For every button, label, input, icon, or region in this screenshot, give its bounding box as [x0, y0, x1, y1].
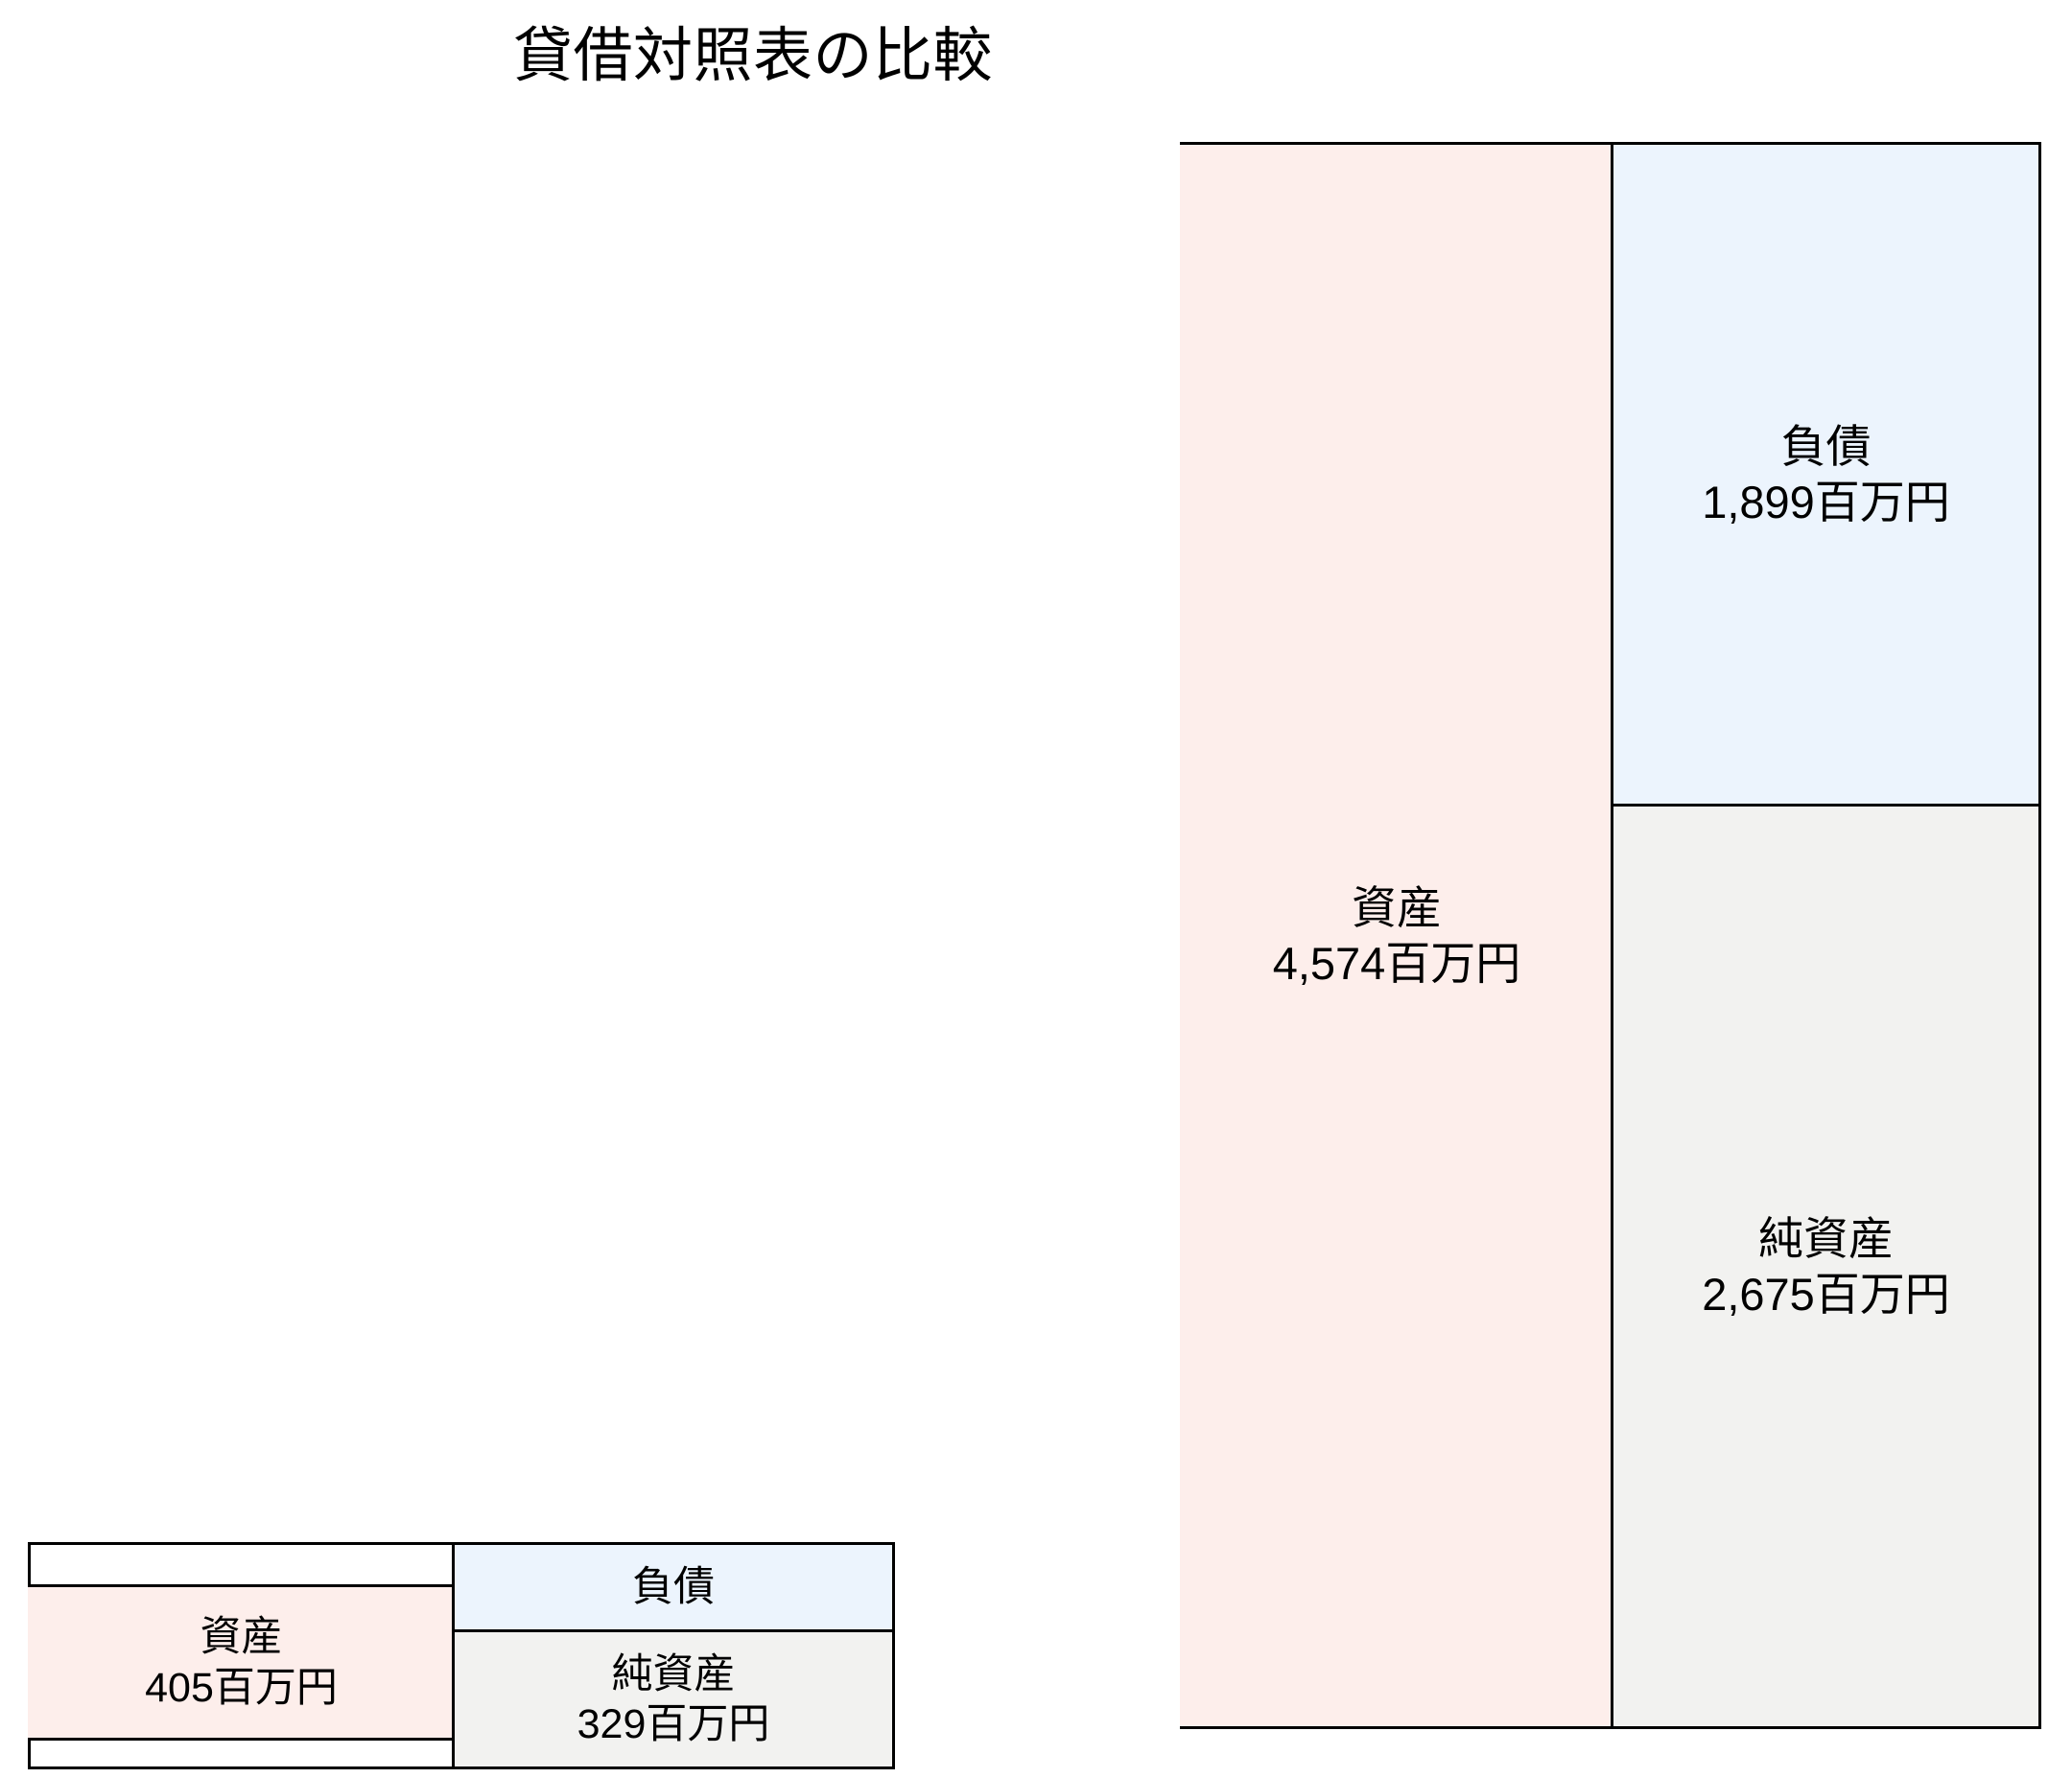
- large-assets-label: 資産 4,574百万円: [1272, 882, 1521, 989]
- large-liabilities-block: 負債 1,899百万円: [1611, 142, 2041, 807]
- balance-sheet-figure-large: 資産 4,574百万円 負債 1,899百万円 純資産 2,675百万円: [1180, 142, 2041, 1729]
- small-assets-block: 資産 405百万円: [28, 1584, 455, 1741]
- small-assets-label: 資産 405百万円: [145, 1614, 338, 1711]
- large-assets-block: 資産 4,574百万円: [1180, 142, 1613, 1729]
- small-liabilities-label: 負債: [632, 1563, 715, 1610]
- page-title: 貸借対照表の比較: [512, 23, 993, 89]
- small-net-assets-block: 純資産 329百万円: [452, 1629, 895, 1769]
- balance-sheet-figure-small: 資産 405百万円 負債 純資産 329百万円: [28, 1542, 895, 1769]
- small-liabilities-block: 負債: [452, 1542, 895, 1632]
- large-net-assets-block: 純資産 2,675百万円: [1611, 804, 2041, 1729]
- large-assets-column: 資産 4,574百万円: [1180, 142, 1613, 1729]
- large-net-assets-label: 純資産 2,675百万円: [1702, 1213, 1950, 1320]
- small-net-assets-label: 純資産 329百万円: [577, 1650, 770, 1747]
- small-assets-column: 資産 405百万円: [28, 1542, 455, 1769]
- large-liabilities-label: 負債 1,899百万円: [1702, 421, 1950, 527]
